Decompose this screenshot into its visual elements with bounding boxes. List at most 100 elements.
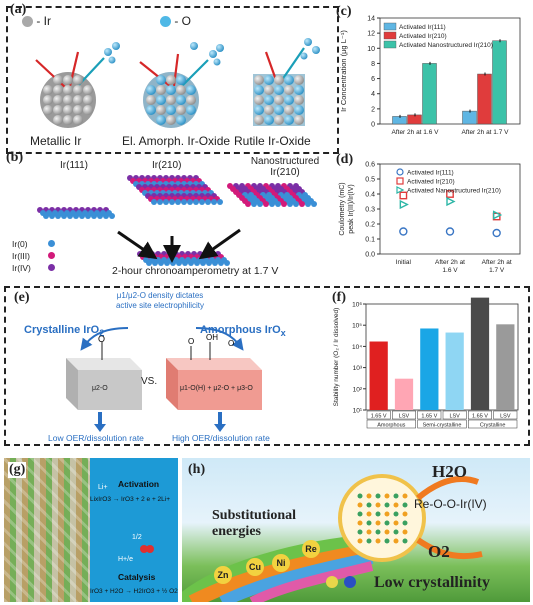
chart-c-bar: [492, 40, 507, 125]
chart-f-group-label: Semi-crystalline: [423, 423, 462, 429]
o-legend-text: - O: [174, 14, 192, 28]
chart-f-category-box: [366, 410, 391, 420]
panel-a-frame: [6, 6, 339, 154]
panel-g: [4, 458, 178, 602]
panel-ef-frame: [4, 286, 530, 446]
substitutional-text: Substitutional energies: [212, 508, 297, 539]
activation-equation: LixIrO3 → IrO3 + 2 e + 2Li+: [90, 496, 171, 503]
chart-f-bar: [420, 328, 439, 410]
chart-d-legend-circle: [396, 168, 404, 176]
o-legend: - O: [160, 14, 191, 28]
chart-d-xtick-label: After 2h at: [482, 259, 512, 266]
chart-f-ytick-label: 10⁵: [352, 323, 362, 330]
chart-f-bar: [470, 297, 490, 410]
svg-text:OH: OH: [206, 333, 218, 342]
electron-sphere-yellow: [326, 576, 338, 588]
chart-d-ytick-label: 0.6: [365, 162, 375, 169]
nanostructured-ir210-slab: [227, 183, 317, 207]
metal-zn-label: Zn: [214, 566, 232, 584]
caption-amorph-ir-oxide: El. Amorph. Ir-Oxide: [122, 134, 231, 148]
chart-f-bar: [369, 341, 388, 410]
proton-electron-label: H+/e: [118, 556, 133, 563]
chart-d-point-square: [446, 190, 454, 198]
h2o-label: H2O: [432, 462, 467, 481]
chart-c-legend-label: Activated Ir(210): [399, 33, 447, 40]
panel-f-label: (f): [332, 290, 346, 305]
chart-f-category-box: [417, 410, 442, 420]
metal-ni-label: Ni: [272, 554, 290, 572]
metal-cu-label: Cu: [246, 558, 264, 576]
chart-d-xtick-label-2: 1.7 V: [489, 267, 505, 274]
chart-c-legend-label: Activated Nanostructured Ir(210): [399, 42, 493, 49]
chart-f-ytick-label: 10⁴: [352, 344, 362, 351]
title-ir111: Ir(111): [60, 160, 88, 171]
chart-f-xtick-label: LSV: [399, 414, 410, 420]
chart-f-category-box: [442, 410, 467, 420]
chart-c: 0 2 4 6 8 10 12 14 Ir Concentration (μg L⁻¹) Afte…: [339, 16, 521, 136]
chart-c-ytick-label: 8: [371, 61, 375, 68]
chart-c-ylabel: Ir Concentration (μg L⁻¹): [339, 30, 348, 112]
legend-ir0: Ir(0): [12, 238, 55, 250]
legend-ir3: Ir(III): [12, 250, 55, 262]
panel-h-label: (h): [188, 462, 206, 477]
chart-c-legend-swatch: [383, 22, 397, 31]
combined-slab: [137, 251, 230, 266]
panel-a-label: (a): [10, 2, 27, 17]
o-atom-icon: [160, 16, 171, 28]
chart-d-ytick-label: 0.2: [365, 222, 375, 229]
chart-d-legend-triangle: [396, 186, 405, 194]
amorphous-irox-title: Amorphous IrOx: [200, 324, 286, 339]
o2-label: O2: [428, 542, 450, 561]
chart-f-bar: [445, 332, 464, 410]
chart-c-ytick-label: 4: [371, 91, 375, 98]
chart-f-category-box: [392, 410, 416, 420]
chart-f-group-label: Crystalline: [480, 423, 506, 429]
activation-title: Activation: [118, 479, 160, 489]
ir0-dot-icon: [48, 240, 55, 247]
chart-d-ytick-label: 0.5: [365, 177, 375, 184]
chart-d-ytick-label: 0.3: [365, 207, 375, 214]
chart-c-bar: [462, 110, 477, 125]
chart-c-ytick-label: 10: [367, 46, 375, 53]
panel-a-illustration: [35, 38, 320, 128]
chart-f-xtick-label: 1.65 V: [421, 414, 437, 420]
chart-c-ytick-label: 14: [367, 16, 375, 23]
chart-c-ytick-label: 2: [371, 106, 375, 113]
chart-d-point-circle: [445, 227, 455, 236]
chart-f-bar: [496, 324, 515, 410]
chart-c-ytick-label: 0: [371, 122, 375, 129]
chart-f-xtick-label: 1.65 V: [371, 414, 387, 420]
chart-d-ytick-label: 0.4: [365, 192, 375, 199]
panel-b-label: (b): [6, 150, 24, 165]
chart-f-frame: [365, 303, 519, 411]
chart-c-ytick-label: 12: [367, 31, 375, 38]
chart-c-ytick-label: 6: [371, 76, 375, 83]
arrow-right: [198, 228, 241, 260]
li-plus-label: Li+: [98, 484, 108, 491]
panel-g-label: (g): [8, 462, 27, 478]
high-oer-text: High OER/dissolution rate: [172, 433, 270, 443]
arrow-left: [117, 230, 158, 260]
chart-d-point-triangle: [399, 199, 409, 210]
ir111-slab: [37, 207, 115, 219]
chart-d-ytick-label: 0.0: [365, 252, 375, 259]
chart-d-point-square: [399, 191, 408, 200]
ir3-dot-icon: [48, 252, 55, 259]
rainbow-band-green: [182, 534, 373, 602]
chart-d-ytick-label: 0.1: [365, 237, 375, 244]
amorphous-ir-oxide-cluster: [139, 42, 224, 128]
chart-f-group-box: [366, 419, 416, 429]
lattice-overlay: [4, 458, 90, 602]
title-ir210: Ir(210): [152, 160, 182, 171]
chart-c-xtick-label: After 2h at 1.7 V: [462, 129, 510, 136]
mu2-o-label: μ2-O: [92, 385, 108, 392]
chart-d-point-triangle: [492, 210, 503, 220]
ir-legend-text: - Ir: [36, 14, 52, 28]
chart-d-legend-label: Activated Ir(111): [407, 170, 454, 177]
ir4-dot-icon: [48, 264, 55, 271]
electron-sphere-blue: [344, 576, 356, 588]
chart-c-bar: [422, 63, 437, 125]
rainbow-band-blue: [219, 552, 374, 602]
chart-d-ylabel-1: Coulometry (mC): [339, 182, 346, 235]
